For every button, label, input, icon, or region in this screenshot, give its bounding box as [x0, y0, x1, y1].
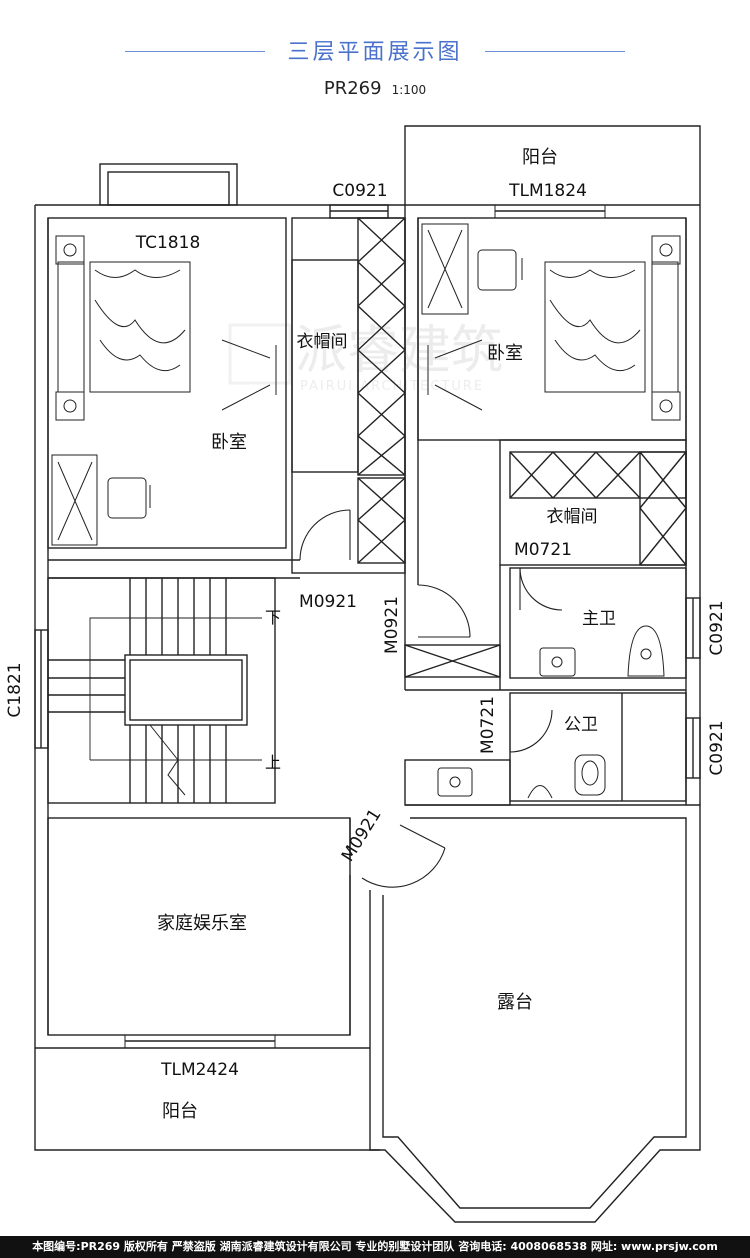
master-bath-walls — [405, 565, 687, 691]
bed-left — [55, 235, 191, 421]
watermark-cn: 派睿建筑 — [295, 321, 503, 381]
bath-fixtures — [437, 625, 665, 799]
label-m0921-c: M0921 — [338, 805, 386, 865]
window-c0921-right — [685, 597, 701, 779]
label-closet-left: 衣帽间 — [297, 332, 348, 352]
label-m0921-a: M0921 — [299, 592, 357, 612]
title-left-rule — [125, 51, 265, 52]
window-c1821 — [34, 629, 49, 749]
label-tlm2424: TLM2424 — [160, 1060, 239, 1080]
bay-window-tc1818 — [99, 163, 238, 206]
label-stair-down: 下 — [265, 608, 281, 627]
label-public-bath: 公卫 — [564, 715, 598, 735]
balcony-bottom-frame — [34, 1048, 380, 1151]
bedroom-left-walls — [47, 217, 300, 579]
label-c0921-top: C0921 — [332, 181, 387, 201]
label-c0921-right-b: C0921 — [707, 720, 727, 775]
footer-bar: 本图编号:PR269 版权所有 严禁盗版 湖南派睿建筑设计有限公司 专业的别墅设… — [0, 1236, 750, 1258]
label-c1821: C1821 — [5, 662, 25, 717]
plan-subtitle: PR269 1:100 — [0, 78, 750, 99]
window-c0921-top — [329, 204, 389, 219]
closet-right — [499, 439, 687, 566]
label-closet-right: 衣帽间 — [547, 507, 598, 527]
label-stair-up: 上 — [265, 753, 281, 772]
desk-right — [421, 223, 523, 315]
title-right-rule — [485, 51, 625, 52]
plan-code: PR269 — [323, 78, 382, 99]
label-tlm1824: TLM1824 — [508, 181, 587, 201]
label-bedroom-left: 卧室 — [211, 432, 247, 453]
door-tlm2424 — [124, 1034, 276, 1049]
balcony-top-frame — [404, 125, 701, 205]
watermark-en: PAIRUI ARCHITECTURE — [300, 379, 484, 394]
closet-left — [291, 217, 406, 574]
label-terrace: 露台 — [497, 992, 533, 1013]
title-row: 三层平面展示图 — [0, 34, 750, 70]
label-m0721-a: M0721 — [514, 540, 572, 560]
door-arcs — [299, 509, 563, 888]
staircase — [47, 577, 276, 804]
label-m0721-b: M0721 — [478, 696, 498, 754]
door-tlm1824 — [494, 204, 606, 219]
corridor-cabinet — [404, 644, 501, 678]
label-balcony-top: 阳台 — [522, 147, 558, 168]
label-bedroom-right: 卧室 — [487, 343, 523, 364]
watermark-logo — [228, 323, 292, 385]
label-m0921-b: M0921 — [382, 596, 402, 654]
bed-right — [544, 235, 681, 421]
terrace-outline — [369, 804, 701, 1223]
tv-units — [221, 339, 483, 411]
plan-scale: 1:100 — [391, 83, 427, 97]
label-c0921-right-a: C0921 — [707, 600, 727, 655]
label-tc1818: TC1818 — [135, 233, 201, 253]
watermark — [228, 323, 292, 385]
watermark-group: 派睿建筑 PAIRUI ARCHITECTURE — [295, 321, 503, 394]
label-master-bath: 主卫 — [582, 609, 616, 629]
label-family-room: 家庭娱乐室 — [157, 913, 247, 934]
desk-left — [51, 454, 151, 546]
page-title: 三层平面展示图 — [287, 40, 463, 65]
label-balcony-bottom: 阳台 — [162, 1101, 198, 1122]
